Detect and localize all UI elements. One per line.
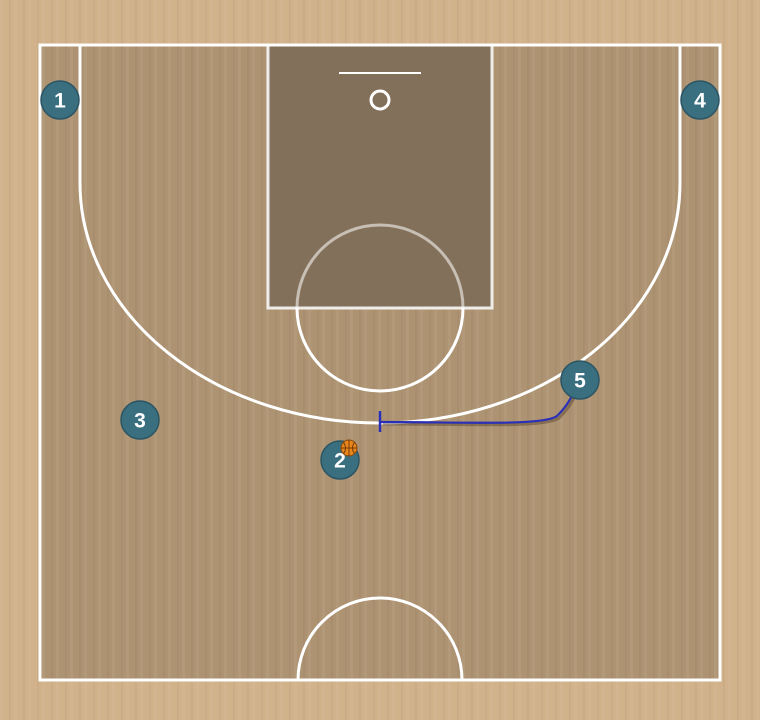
player-3[interactable]: 3 <box>120 400 160 440</box>
screen-path-shadow <box>382 397 576 427</box>
basketball-icon <box>340 439 358 457</box>
player-number: 1 <box>54 90 66 113</box>
free-throw-circle-lower <box>295 307 465 393</box>
court-lines <box>38 43 722 682</box>
free-throw-circle-upper <box>295 223 465 309</box>
player-4[interactable]: 4 <box>680 80 720 120</box>
player-number: 2 <box>334 450 346 473</box>
screen-path <box>379 395 573 424</box>
center-circle <box>296 596 464 681</box>
player-marker <box>680 80 720 120</box>
hoop-icon <box>369 89 391 111</box>
paint-area <box>268 45 492 308</box>
player-5[interactable]: 5 <box>560 360 600 400</box>
player-marker <box>40 80 80 120</box>
player-number: 3 <box>134 410 146 433</box>
player-1[interactable]: 1 <box>40 80 80 120</box>
paint-outline <box>266 43 494 310</box>
player-marker <box>120 400 160 440</box>
player-number: 4 <box>694 90 706 113</box>
player-marker <box>560 360 600 400</box>
player-number: 5 <box>574 370 586 393</box>
